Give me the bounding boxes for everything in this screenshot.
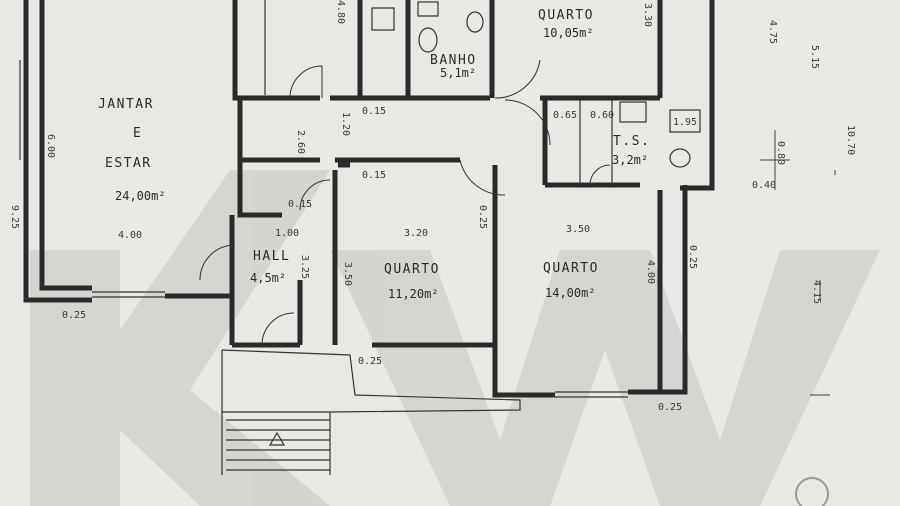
- hall-label: HALL: [253, 249, 290, 264]
- dim-label: 0.15: [362, 170, 386, 181]
- dim-label: 0.25: [62, 310, 86, 321]
- toilet-icon: [418, 27, 438, 53]
- jantar-area: 24,00m²: [115, 189, 166, 203]
- dim-label: 4.00: [118, 230, 142, 241]
- dim-label: 0.60: [590, 110, 614, 121]
- ts-toilet-icon: [669, 148, 691, 168]
- bathroom-fixtures: [371, 1, 701, 168]
- dim-label: 4.15: [811, 280, 822, 304]
- sink-icon: [466, 11, 484, 33]
- dim-label: 0.65: [553, 110, 577, 121]
- dim-label: 3.50: [342, 262, 353, 286]
- dim-label: 6.00: [45, 134, 56, 158]
- dim-label: 4.75: [767, 20, 778, 44]
- registered-mark: [795, 477, 829, 506]
- dim-label: 2.60: [295, 130, 306, 154]
- ts-label: T.S.: [613, 134, 650, 149]
- dim-label: 1.20: [340, 112, 351, 136]
- dim-label: 4.80: [335, 0, 346, 24]
- banho-label: BANHO: [430, 53, 477, 68]
- dim-label: 3.30: [642, 3, 653, 27]
- room-labels: JANTAR E ESTAR 24,00m² QUARTO 10,05m² BA…: [98, 8, 650, 301]
- hall-area: 4,5m²: [250, 271, 286, 285]
- dim-label: 1.00: [275, 228, 299, 239]
- quarto-right-area: 14,00m²: [545, 286, 596, 300]
- dim-label: 4.00: [645, 260, 656, 284]
- door-swings: [199, 59, 611, 346]
- estar-label: ESTAR: [105, 156, 152, 171]
- quarto-mid-label: QUARTO: [384, 262, 440, 277]
- dim-label: 0.25: [658, 402, 682, 413]
- dim-label: 0.15: [288, 199, 312, 210]
- dim-label: 3.20: [404, 228, 428, 239]
- quarto-top-area: 10,05m²: [543, 26, 594, 40]
- ts-area: 3,2m²: [612, 153, 648, 167]
- porch-outline: [221, 349, 521, 413]
- windows: [19, 60, 628, 398]
- quarto-right-label: QUARTO: [543, 261, 599, 276]
- e-label: E: [133, 126, 142, 141]
- dimension-ticks: [760, 130, 836, 396]
- dim-label: 0.25: [358, 356, 382, 367]
- dim-label: 3.50: [566, 224, 590, 235]
- dim-label: 0.25: [477, 205, 488, 229]
- quarto-top-label: QUARTO: [538, 8, 594, 23]
- dim-label: 0.15: [362, 106, 386, 117]
- kw-watermark: [30, 170, 880, 506]
- dim-label: 1.95: [673, 117, 697, 128]
- dim-label: 10.70: [845, 125, 856, 155]
- dim-label: 3.25: [299, 255, 310, 279]
- dim-label: 9.25: [9, 205, 20, 229]
- banho-area: 5,1m²: [440, 66, 476, 80]
- stair-treads: [226, 419, 330, 471]
- dim-label: 5.15: [809, 45, 820, 69]
- dimension-labels: 6.00 4.00 0.25 9.25 4.80 3.30 0.15 0.15 …: [9, 0, 856, 413]
- dim-label: 0.25: [687, 245, 698, 269]
- dim-label: 0.80: [775, 141, 786, 165]
- quarto-mid-area: 11,20m²: [388, 287, 439, 301]
- jantar-label: JANTAR: [98, 97, 154, 112]
- dim-label: 0.40: [752, 180, 776, 191]
- stair-arrow-icon: [268, 431, 286, 446]
- walls: [23, 0, 715, 475]
